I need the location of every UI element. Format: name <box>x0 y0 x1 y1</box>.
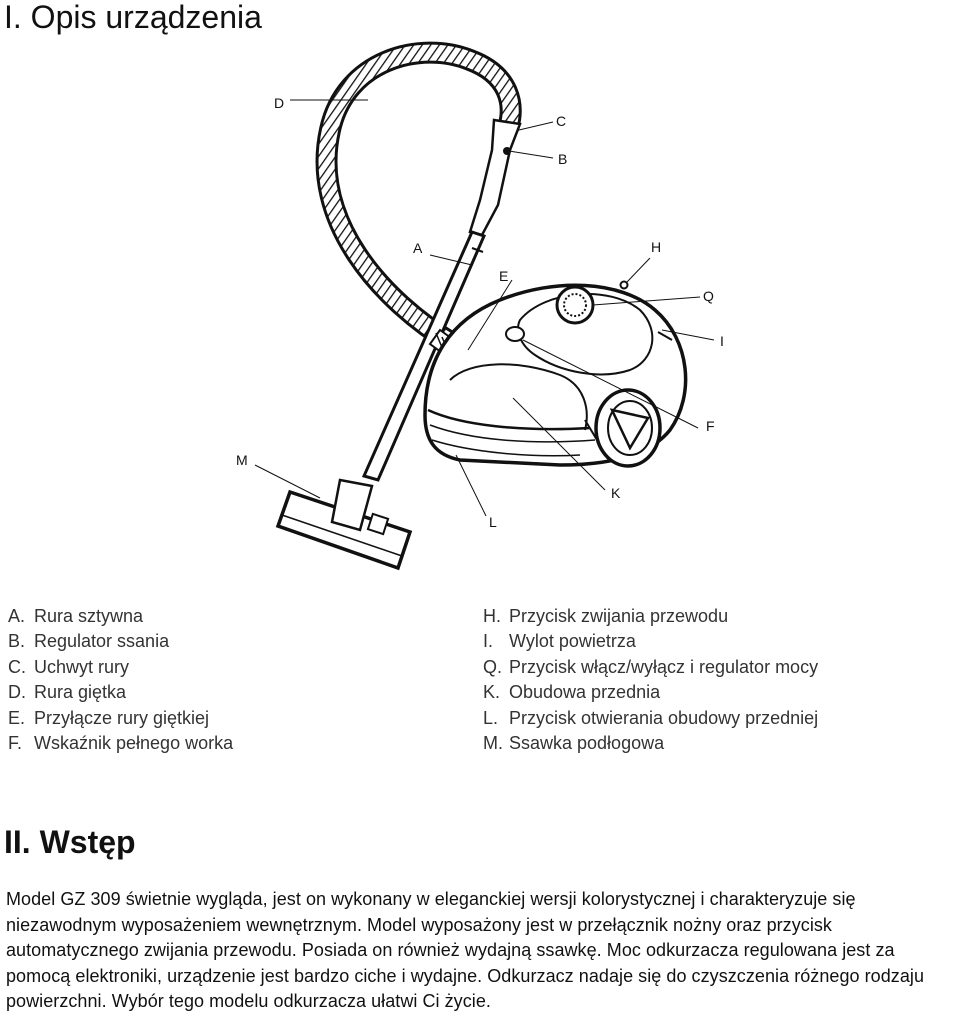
legend-key: L. <box>483 707 499 728</box>
callout-H: H <box>651 239 661 255</box>
legend-key: I. <box>483 631 494 652</box>
legend-key: D. <box>8 682 26 703</box>
legend-key: K. <box>483 682 501 703</box>
callout-L: L <box>489 514 497 530</box>
parts-legend-left: A. Rura sztywna B. Regulator ssania C. Uchw… <box>8 604 458 756</box>
introduction-paragraph: Model GZ 309 świetnie wygląda, jest on w… <box>6 889 925 1012</box>
legend-item: H. Przycisk zwijania przewodu <box>483 604 953 629</box>
legend-item: Q. Przycisk włącz/wyłącz i regulator mocy <box>483 655 953 680</box>
callout-A: A <box>413 240 423 256</box>
section-title-description: I. Opis urządzenia <box>4 0 262 35</box>
legend-text: Przyłącze rury giętkiej <box>34 707 210 728</box>
legend-key: F. <box>8 733 23 754</box>
legend-key: H. <box>483 606 501 626</box>
legend-item: E. Przyłącze rury giętkiej <box>8 706 458 731</box>
callout-M: M <box>236 452 248 468</box>
legend-text: Obudowa przednia <box>509 682 661 703</box>
legend-text: Przycisk zwijania przewodu <box>509 606 729 626</box>
rigid-tube <box>361 230 487 482</box>
callout-F: F <box>706 418 715 434</box>
legend-key: B. <box>8 631 26 652</box>
legend-key: Q. <box>483 656 503 677</box>
legend-item: L. Przycisk otwierania obudowy przedniej <box>483 706 953 731</box>
legend-item: M. Ssawka podłogowa <box>483 731 953 756</box>
hose-handle <box>468 118 522 237</box>
callout-E: E <box>499 268 508 284</box>
legend-item: D. Rura giętka <box>8 680 458 705</box>
legend-text: Regulator ssania <box>34 631 170 652</box>
vacuum-body <box>423 280 688 468</box>
floor-nozzle <box>275 478 413 571</box>
legend-item: I. Wylot powietrza <box>483 629 953 654</box>
legend-key: E. <box>8 707 26 728</box>
flexible-hose <box>315 41 522 356</box>
legend-text: Wylot powietrza <box>509 631 636 652</box>
legend-item: K. Obudowa przednia <box>483 680 953 705</box>
legend-text: Uchwyt rury <box>34 656 130 677</box>
legend-key: M. <box>483 733 503 754</box>
legend-text: Rura sztywna <box>34 606 144 626</box>
callout-B: B <box>558 151 567 167</box>
legend-key: A. <box>8 606 26 626</box>
section-title-introduction: II. Wstęp <box>4 824 136 860</box>
vacuum-cleaner-diagram: D C B A E H Q I F M K L <box>236 41 724 571</box>
callout-leader-lines <box>254 99 715 517</box>
callout-K: K <box>611 485 621 501</box>
legend-text: Przycisk otwierania obudowy przedniej <box>509 707 819 728</box>
legend-text: Przycisk włącz/wyłącz i regulator mocy <box>509 656 819 677</box>
legend-key: C. <box>8 656 26 677</box>
callout-D: D <box>274 95 284 111</box>
legend-text: Wskaźnik pełnego worka <box>34 733 234 754</box>
legend-item: B. Regulator ssania <box>8 629 458 654</box>
callout-C: C <box>556 113 566 129</box>
legend-item: C. Uchwyt rury <box>8 655 458 680</box>
legend-item: F. Wskaźnik pełnego worka <box>8 731 458 756</box>
callout-Q: Q <box>703 288 714 304</box>
parts-legend-right: H. Przycisk zwijania przewodu I. Wylot pow… <box>483 604 953 756</box>
callout-I: I <box>720 333 724 349</box>
legend-text: Rura giętka <box>34 682 127 703</box>
legend-text: Ssawka podłogowa <box>509 733 665 754</box>
legend-item: A. Rura sztywna <box>8 604 458 629</box>
